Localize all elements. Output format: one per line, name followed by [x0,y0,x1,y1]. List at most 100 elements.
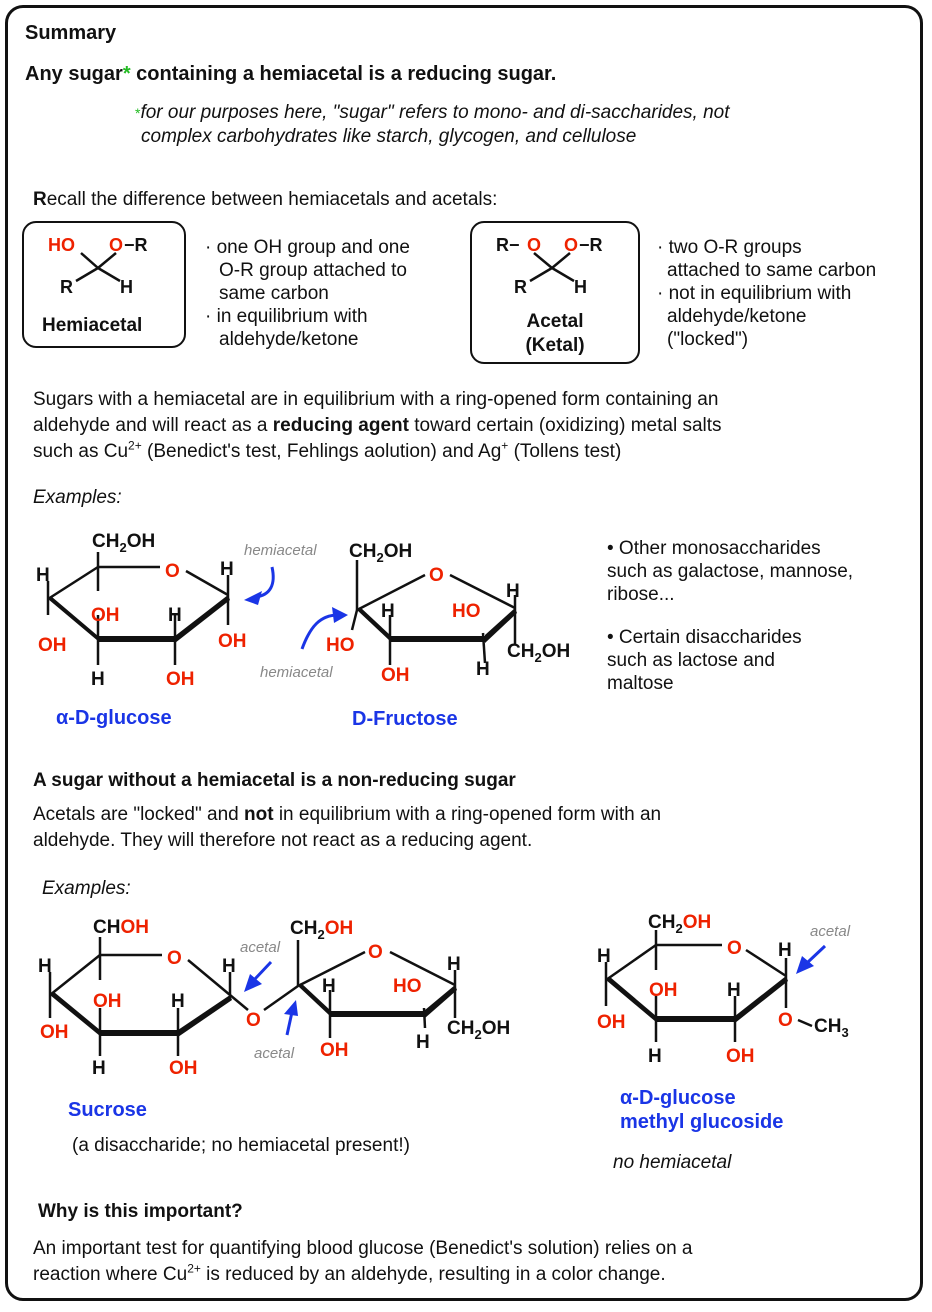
nonreducing-sugars-drawing: CHOH O H H OH H OH O H OH CH2OH O H H HO… [38,912,851,1133]
lead-post: containing a hemiacetal is a reducing su… [130,63,557,85]
methyl-glucoside-structure: CH2OH O H H OH H OH O CH3 H OH α-D-gluco… [597,912,849,1133]
acetal-structure: R− O O −R R H Acetal (Ketal) [496,235,603,356]
bullet-item: • Certain disaccharides [607,627,802,648]
reducing-paragraph: Sugars with a hemiacetal are in equilibr… [33,387,722,465]
atom-o: O [527,235,541,255]
atom-h: H [38,956,52,977]
para-line: Sugars with a hemiacetal are in equilibr… [33,389,719,410]
reducing-agent-bold: reducing agent [272,415,409,436]
atom-h: H [447,954,461,975]
bullet-cont: attached to same carbon [667,260,877,281]
atom-o: O [167,948,182,969]
bullet-text: in equilibrium with [216,306,368,327]
atom-h: H [727,980,741,1001]
atom-h: H [322,976,336,997]
methyl-glucoside-name: α-D-glucose [620,1087,736,1109]
arrowhead-icon [244,591,262,605]
bullet-cont: O-R group attached to [219,260,407,281]
arrow-icon [806,944,827,964]
lead-pre: Any sugar [25,63,123,85]
para-line: Acetals are "locked" and not in equilibr… [33,802,661,828]
atom-choh: CHOH [93,917,149,938]
atom-o: O [429,565,444,586]
methyl-glucoside-note: no hemiacetal [613,1152,732,1173]
atom-oh: OH [381,665,410,686]
text: in equilibrium with a ring-opened form w… [273,804,662,825]
arrowhead-icon [796,956,814,974]
atom-h: H [92,1058,106,1079]
text: (Benedict's test, Fehlings aolution) and… [141,441,502,462]
bullet-cont: aldehyde/ketone [219,329,359,350]
atom-r: R [514,277,527,297]
atom-h: H [506,581,520,602]
atom-oh: OH [169,1058,198,1079]
atom-r: −R [579,235,603,255]
arrow-icon [285,1011,294,1036]
bullet-item: • Other monosaccharides [607,538,821,559]
atom-o: O [165,561,180,582]
footnote: *for our purposes here, "sugar" refers t… [135,101,730,149]
atom-oh: OH [218,631,247,652]
charge: 2+ [128,438,142,453]
text: aldehyde and will react as a [33,415,273,436]
atom-h: H [648,1046,662,1067]
atom-ch2oh: CH2OH [507,641,570,665]
bullet-cont: ("locked") [667,329,749,350]
acetal-note: acetal [254,1045,295,1062]
sucrose-structure: CHOH O H H OH H OH O H OH CH2OH O H H HO… [38,917,510,1121]
nonreducing-heading: A sugar without a hemiacetal is a non-re… [33,770,516,791]
atom-oh: OH [91,605,120,626]
summary-frame [5,5,923,1301]
arrow-icon [255,566,275,599]
recall-line: Recall the difference between hemiacetal… [33,187,497,213]
bullet-item: · in equilibrium with [205,306,368,327]
recall-first-letter: R [33,189,47,210]
atom-o-glycosidic: O [246,1010,261,1031]
atom-r: R− [496,235,520,255]
why-heading: Why is this important? [38,1201,243,1222]
fructose-name: D-Fructose [352,708,458,730]
para-line: An important test for quantifying blood … [33,1238,693,1259]
bullet-cont: same carbon [219,283,329,304]
atom-oh: OH [38,635,67,656]
atom-ch2oh: CH2OH [92,531,155,555]
text: such as Cu [33,441,129,462]
bullet-cont: ribose... [607,584,675,605]
text: toward certain (oxidizing) metal salts [408,415,722,436]
atom-h: H [476,659,490,680]
bullet-text: one OH group and one [216,237,410,258]
bullet-text: not in equilibrium with [668,283,852,304]
atom-o: O [368,942,383,963]
not-bold: not [244,804,274,825]
glucose-name: α-D-glucose [56,707,172,729]
ketal-label: (Ketal) [525,335,584,356]
hemiacetal-note: hemiacetal [244,542,317,559]
atom-oh: OH [40,1022,69,1043]
methyl-glucoside-name: methyl glucoside [620,1111,783,1133]
acetal-box: R− O O −R R H Acetal (Ketal) [470,221,640,364]
atom-h: H [171,991,185,1012]
footnote-asterisk: * [135,105,141,121]
atom-o: O [727,938,742,959]
summary-title: Summary [25,22,117,44]
atom-ch2oh: CH2OH [648,912,711,936]
acetal-note: acetal [240,939,281,956]
bullet-item: · not in equilibrium with [657,283,852,304]
atom-ho: HO [393,976,422,997]
atom-ho: HO [326,635,355,656]
arrowhead-icon [332,607,348,623]
atom-o: O [109,235,123,255]
atom-ch2oh: CH2OH [290,918,353,942]
atom-h: H [91,669,105,690]
nonreducing-paragraph: Acetals are "locked" and not in equilibr… [33,802,661,854]
bullet-cont: maltose [607,673,674,694]
atom-h: H [36,565,50,586]
atom-oh: OH [726,1046,755,1067]
atom-r: −R [124,235,148,255]
atom-oh: OH [320,1040,349,1061]
lead-statement: Any sugar* containing a hemiacetal is a … [25,63,556,86]
para-line: such as Cu2+ (Benedict's test, Fehlings … [33,439,722,465]
arrowhead-icon [284,1000,298,1016]
arrowhead-icon [244,974,262,992]
why-paragraph: An important test for quantifying blood … [33,1236,693,1288]
